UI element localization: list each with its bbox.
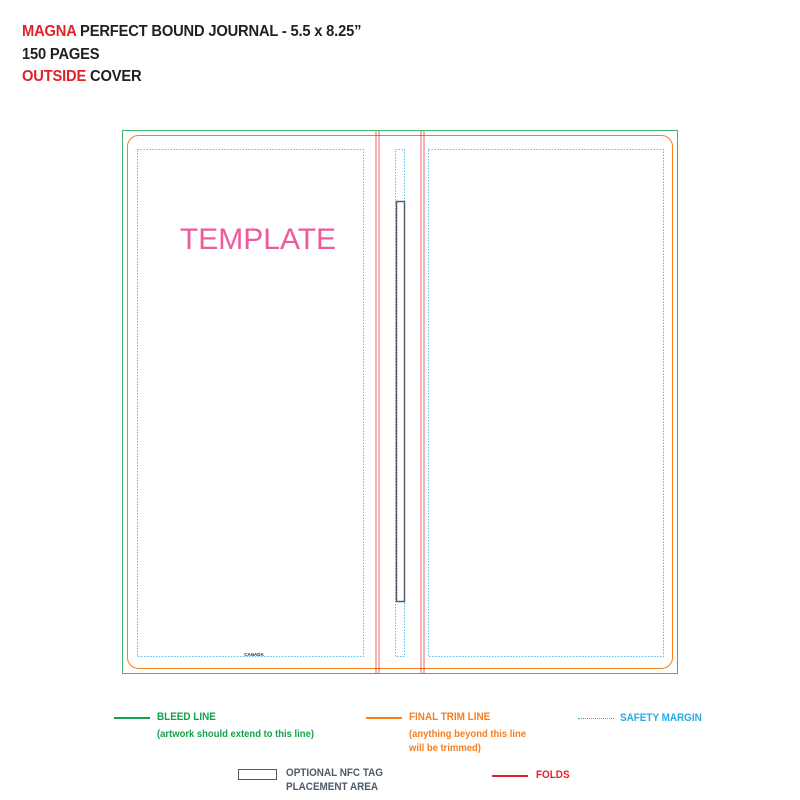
product-title: PERFECT BOUND JOURNAL - 5.5 x 8.25”	[80, 23, 362, 40]
folds-swatch	[492, 775, 528, 777]
page-count: 150 PAGES	[22, 46, 100, 63]
legend-final-trim-line: FINAL TRIM LINE (anything beyond this li…	[409, 710, 526, 755]
cover-side-line: OUTSIDE COVER	[22, 68, 142, 86]
nfc-tag-label-2: PLACEMENT AREA	[286, 781, 379, 793]
nfc-tag-swatch	[238, 769, 277, 780]
folds-label: FOLDS	[536, 769, 570, 781]
safety-margin-swatch	[578, 718, 614, 719]
template-watermark: TEMPLATE	[180, 223, 336, 256]
trim-line-note-2: will be trimmed)	[409, 742, 481, 754]
legend-folds: FOLDS	[536, 768, 570, 782]
final-trim-line	[127, 135, 673, 669]
legend-bleed-line: BLEED LINE (artwork should extend to thi…	[157, 710, 314, 741]
nfc-tag-area	[395, 200, 406, 603]
nfc-tag-label-1: OPTIONAL NFC TAG	[286, 767, 383, 779]
safety-margin-front-cover	[428, 149, 664, 657]
safety-margin-label: SAFETY MARGIN	[620, 712, 702, 724]
cover-side-highlight: OUTSIDE	[22, 68, 87, 85]
origin-mark: CANADA	[244, 652, 264, 657]
brand-name: MAGNA	[22, 23, 77, 40]
bleed-line	[122, 130, 678, 674]
trim-line-note-1: (anything beyond this line	[409, 728, 527, 740]
title-line: MAGNA PERFECT BOUND JOURNAL - 5.5 x 8.25…	[22, 23, 361, 41]
bleed-line-swatch	[114, 717, 150, 719]
safety-margin-back-cover	[137, 149, 364, 657]
legend-safety-margin: SAFETY MARGIN	[620, 711, 702, 725]
bleed-line-label: BLEED LINE	[157, 711, 216, 723]
trim-line-label: FINAL TRIM LINE	[409, 711, 491, 723]
trim-line-swatch	[366, 717, 402, 719]
legend-nfc-tag: OPTIONAL NFC TAG PLACEMENT AREA	[286, 766, 383, 794]
bleed-line-note: (artwork should extend to this line)	[157, 728, 314, 740]
cover-side-rest: COVER	[90, 68, 142, 85]
fold-lines	[375, 131, 425, 673]
